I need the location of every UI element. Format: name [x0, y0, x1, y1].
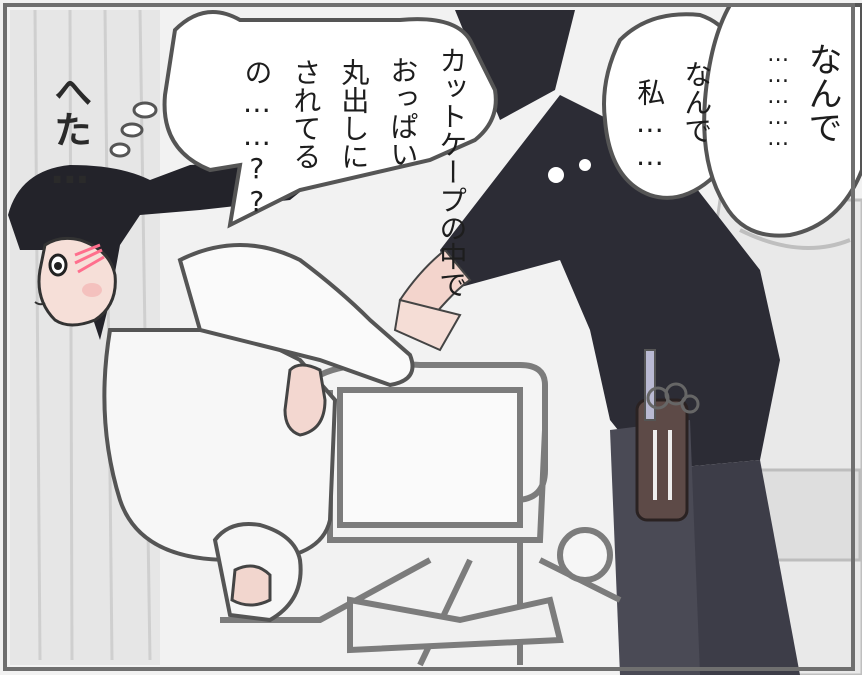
left-speech-bubble [162, 10, 498, 229]
left-bubble-line-1: カットケープの中で [435, 46, 469, 298]
left-bubble-line-4: されてる [289, 58, 323, 170]
sfx-heta: へた… [47, 72, 92, 192]
middle-bubble-line-1: なんで [680, 60, 714, 144]
thought-bubbles [109, 101, 158, 158]
left-bubble-line-2: おっぱい [386, 56, 420, 168]
right-speech-bubble [702, 3, 862, 238]
right-bubble-line-2: …………… [765, 42, 791, 147]
left-bubble-line-3: 丸出しに [337, 58, 371, 170]
right-bubble-line-1: なんで [802, 42, 843, 144]
middle-bubble-line-2: 私…… [633, 78, 667, 172]
woman-in-cape [8, 160, 415, 623]
left-bubble-line-5: の……?? [240, 58, 274, 218]
scissors-holder [635, 349, 700, 522]
